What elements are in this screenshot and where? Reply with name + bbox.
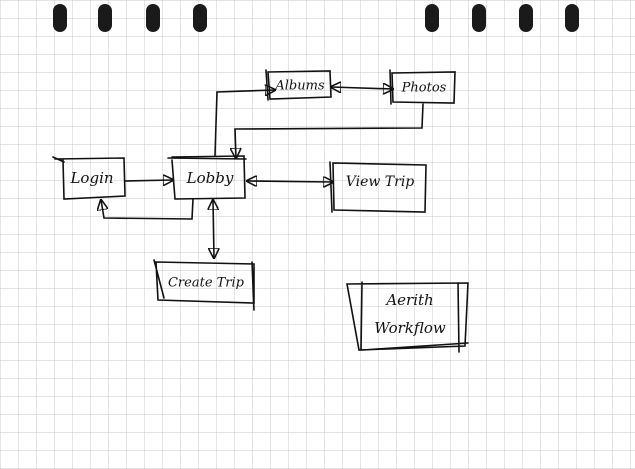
node-albums-label: Albums (275, 78, 325, 94)
edge-login-lobby (124, 180, 173, 181)
node-login-label: Login (70, 169, 114, 187)
edge-lobby-albums (214, 90, 275, 157)
edge-lobby-login (101, 199, 194, 220)
title-line1: Aerith (386, 291, 434, 309)
node-createtrip-label: Create Trip (167, 275, 245, 291)
title-box (346, 281, 469, 353)
edge-lobby-createtrip (213, 200, 214, 258)
node-viewtrip-label: View Trip (345, 174, 415, 190)
edge-albums-photos (331, 87, 393, 89)
node-lobby-label: Lobby (186, 169, 234, 187)
edge-lobby-viewtrip (247, 181, 333, 182)
node-photos-label: Photos (401, 80, 447, 96)
node-login-box (52, 156, 126, 200)
node-createtrip-box (153, 259, 255, 311)
edge-photos-lobby (235, 103, 424, 158)
spiral-binding (53, 4, 579, 32)
title-line2: Workflow (374, 319, 446, 337)
